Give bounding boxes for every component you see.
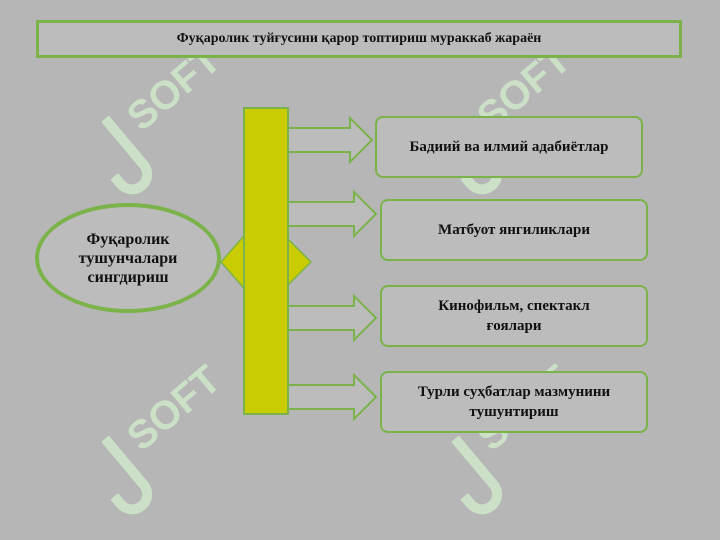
item-box-press-news: Матбуот янгиликлари	[380, 199, 648, 261]
item-box-films-plays: Кинофильм, спектакл ғоялари	[380, 285, 648, 347]
arrow-to-item-1	[287, 189, 378, 239]
arrow-to-item-0	[287, 115, 374, 165]
item-box-literature: Бадиий ва илмий адабиётлар	[375, 116, 643, 178]
vertical-bar	[243, 107, 289, 415]
diagram-title: Фуқаролик туйғусини қарор топтириш мурак…	[36, 20, 682, 58]
center-oval: Фуқаролик тушунчалари сингдириш	[35, 203, 221, 313]
item-box-conversations: Турли суҳбатлар мазмунини тушунтириш	[380, 371, 648, 433]
arrow-to-item-2	[287, 293, 378, 343]
arrow-to-item-3	[287, 372, 378, 422]
